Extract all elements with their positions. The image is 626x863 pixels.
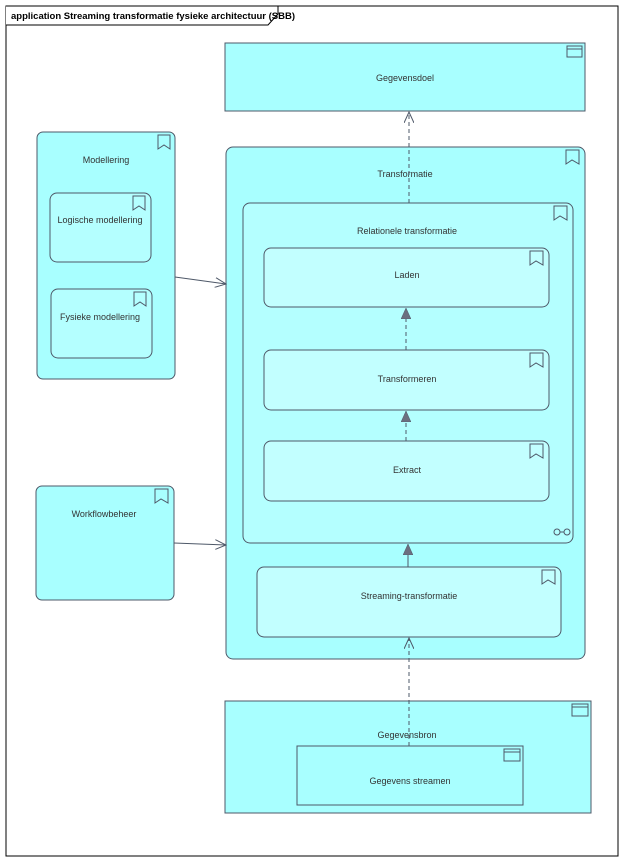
component-icon	[571, 703, 589, 717]
gegevens-streamen-label: Gegevens streamen	[369, 776, 450, 786]
logische-modellering-function[interactable]: Logische modellering	[49, 192, 152, 263]
gegevensdoel-label: Gegevensdoel	[376, 73, 434, 83]
gegevensbron-label: Gegevensbron	[377, 730, 436, 740]
function-bookmark-icon	[154, 488, 169, 504]
function-bookmark-icon	[132, 195, 146, 211]
fysieke-modellering-label: Fysieke modellering	[60, 312, 140, 322]
modellering-label: Modellering	[83, 155, 130, 165]
transformeren-function[interactable]: Transformeren	[263, 349, 550, 411]
gegevens-streamen-component[interactable]: Gegevens streamen	[296, 745, 524, 806]
component-icon	[503, 748, 521, 762]
fysieke-modellering-function[interactable]: Fysieke modellering	[50, 288, 153, 359]
function-bookmark-icon	[157, 134, 171, 150]
link-icon	[553, 528, 571, 536]
serving-workflowbeheer-to-transformatie	[173, 543, 226, 545]
extract-label: Extract	[393, 465, 422, 475]
laden-function[interactable]: Laden	[263, 247, 550, 308]
workflowbeheer-function[interactable]: Workflowbeheer	[35, 485, 175, 601]
component-icon	[566, 45, 583, 58]
streaming-transformatie-function[interactable]: Streaming-transformatie	[256, 566, 562, 638]
function-bookmark-icon	[553, 205, 568, 221]
function-bookmark-icon	[529, 250, 544, 266]
extract-function[interactable]: Extract	[263, 440, 550, 502]
workflowbeheer-label: Workflowbeheer	[72, 509, 137, 519]
gegevensdoel-component[interactable]: Gegevensdoel	[224, 42, 586, 112]
function-bookmark-icon	[529, 352, 544, 368]
transformatie-label: Transformatie	[377, 169, 432, 179]
function-bookmark-icon	[565, 149, 580, 165]
laden-label: Laden	[394, 270, 419, 280]
transformeren-label: Transformeren	[378, 374, 437, 384]
function-bookmark-icon	[133, 291, 147, 307]
streaming-transformatie-label: Streaming-transformatie	[361, 591, 458, 601]
function-bookmark-icon	[541, 569, 556, 585]
serving-modellering-to-transformatie	[174, 276, 226, 284]
frame-title: application Streaming transformatie fysi…	[11, 11, 295, 22]
relationele-transformatie-label: Relationele transformatie	[357, 226, 457, 236]
function-bookmark-icon	[529, 443, 544, 459]
logische-modellering-label: Logische modellering	[57, 215, 142, 225]
